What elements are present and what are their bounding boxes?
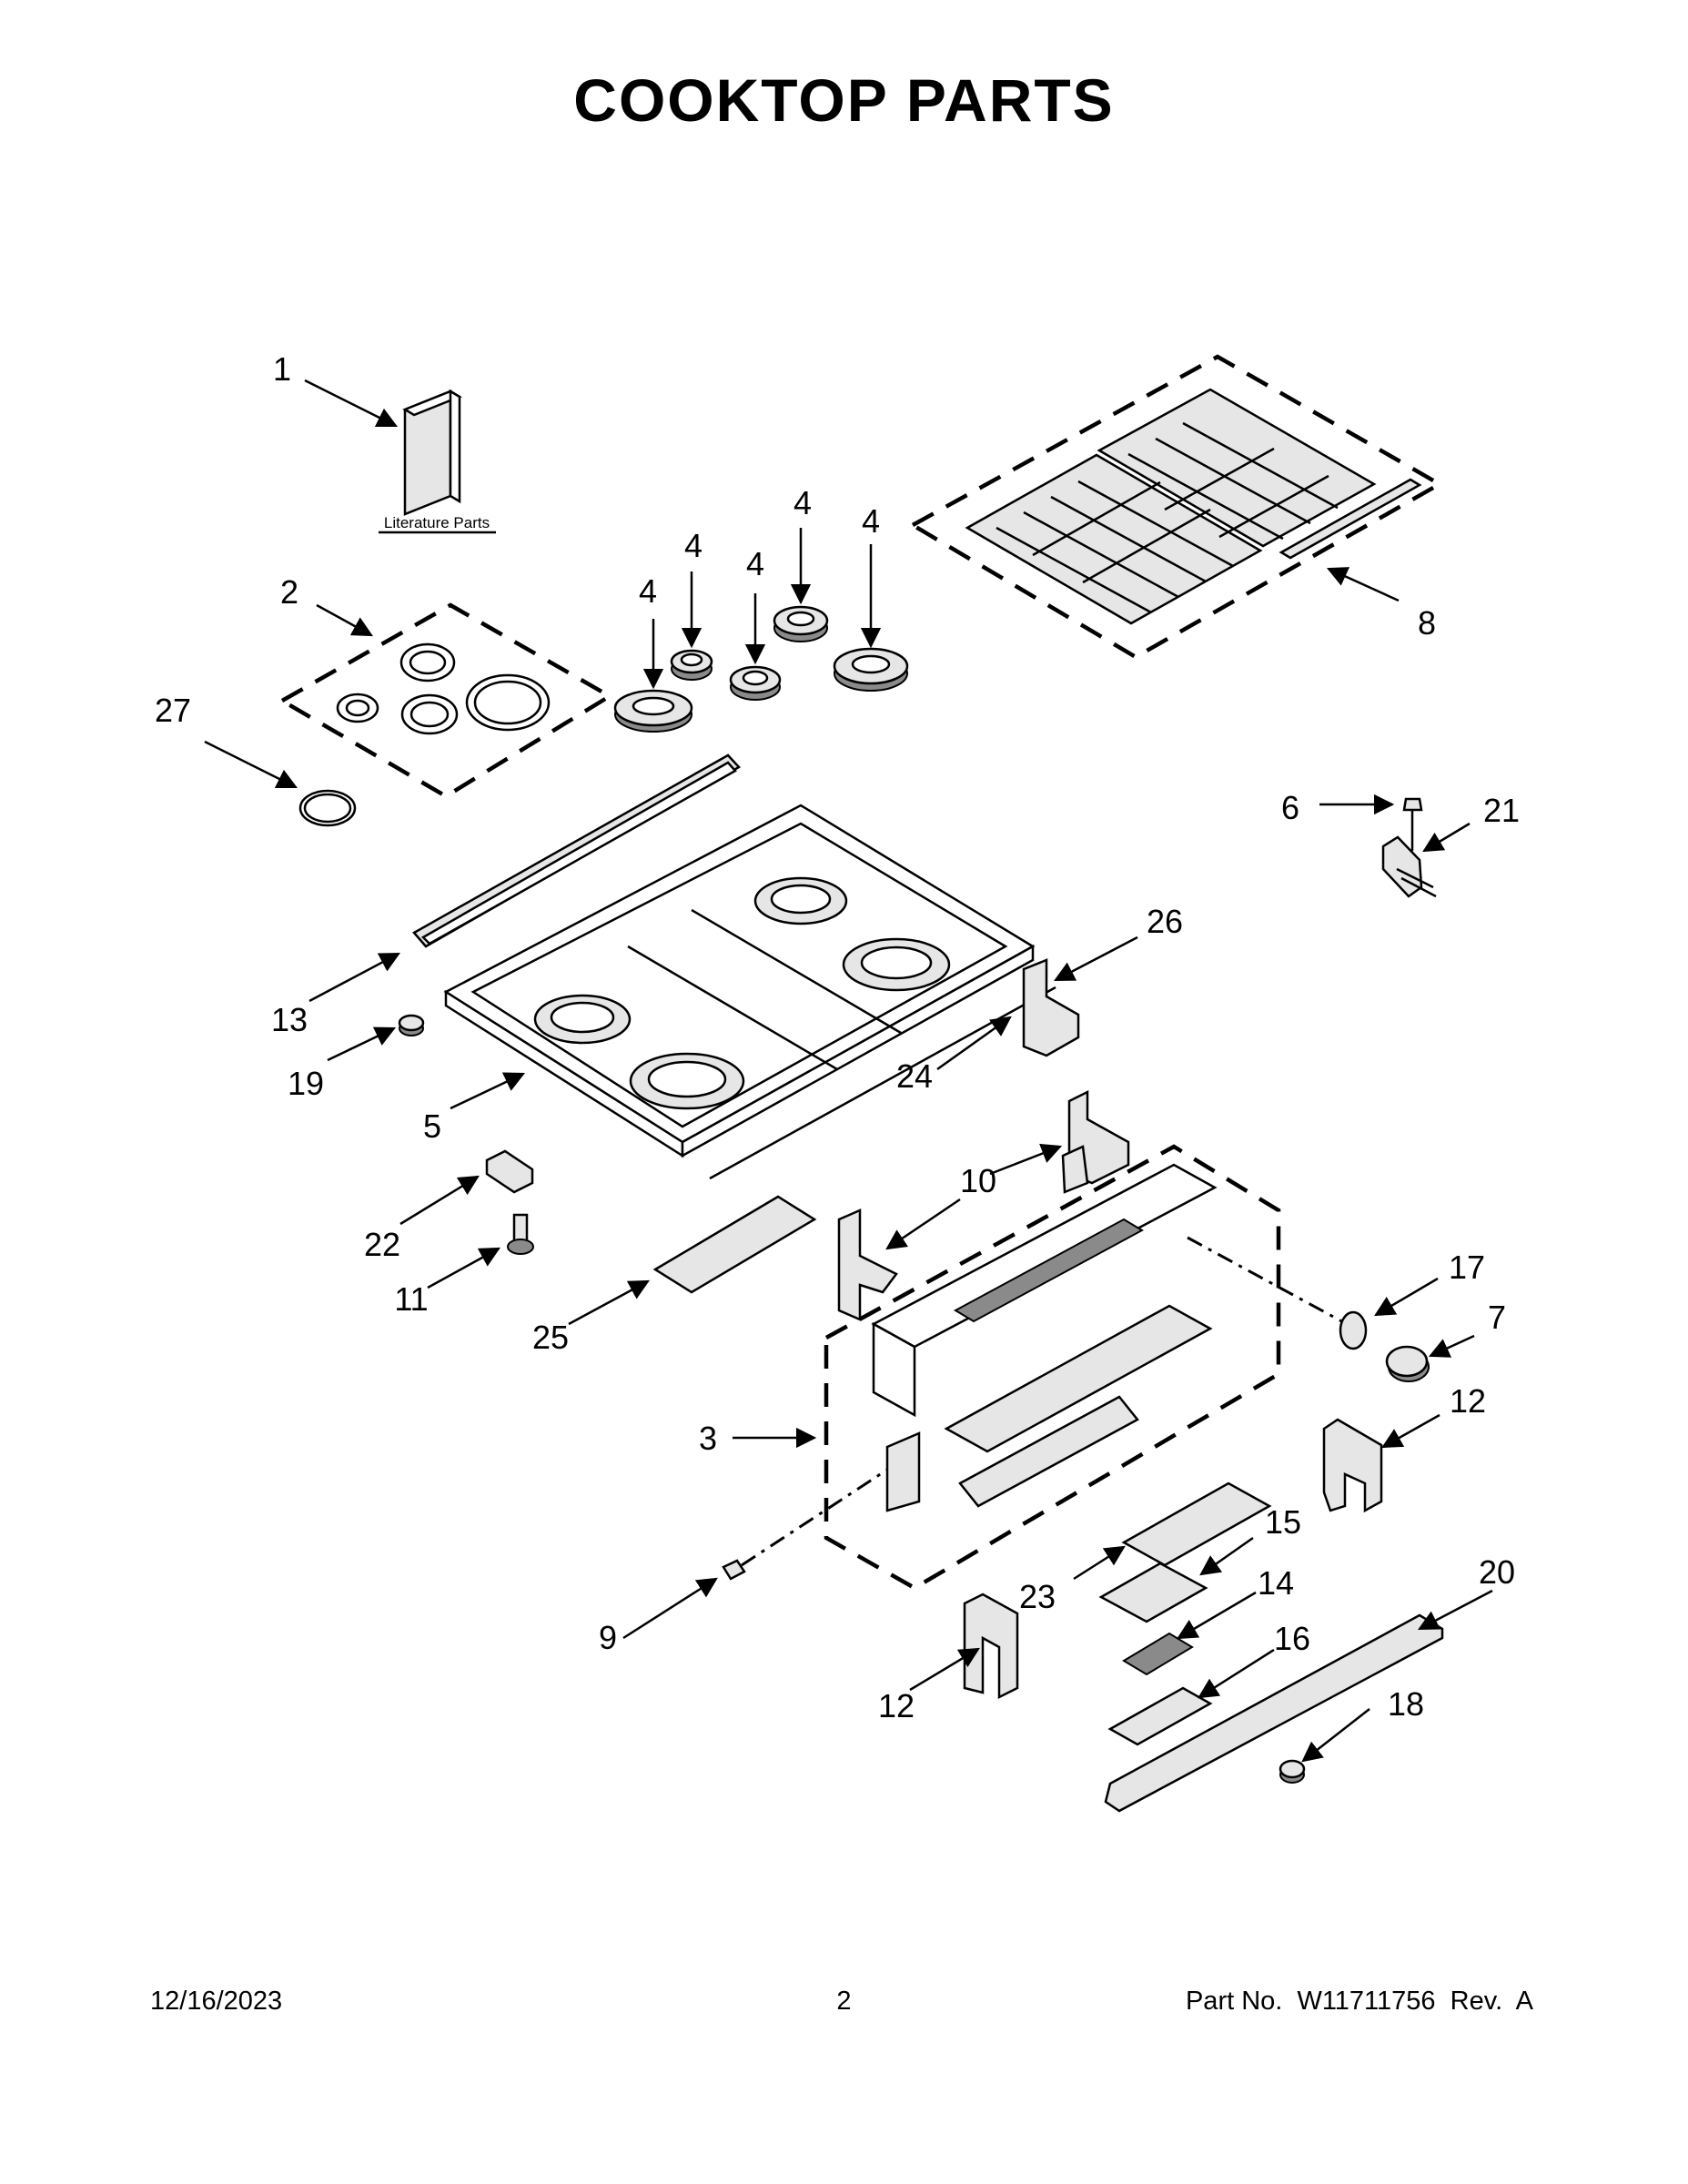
side-brackets [837, 958, 1130, 1321]
callout-13: 13 [271, 1001, 308, 1038]
knob-and-bezel [1187, 1236, 1430, 1382]
callout-25: 25 [532, 1319, 569, 1356]
callout-12-right: 12 [1450, 1382, 1486, 1420]
footer-page-number: 2 [836, 1987, 852, 2016]
callout-14: 14 [1258, 1564, 1294, 1602]
callout-23: 23 [1019, 1578, 1056, 1615]
front-trim-rail [412, 753, 741, 948]
callout-8: 8 [1418, 604, 1436, 642]
footer-date: 12/16/2023 [150, 1987, 283, 2016]
bumper-illustration [398, 1014, 425, 1036]
electronic-control-parts [1098, 1481, 1272, 1746]
callout-4-large-right: 4 [862, 502, 880, 540]
control-panel-assembly-group [824, 1144, 1281, 1591]
burner-medium-back [773, 605, 829, 642]
callout-21: 21 [1483, 792, 1520, 829]
callout-18: 18 [1388, 1685, 1424, 1723]
leader-lines [204, 379, 1493, 1763]
burner-small [670, 649, 713, 681]
literature-parts-illustration: Literature Parts [379, 389, 496, 534]
callout-10: 10 [960, 1162, 996, 1199]
callout-4-small: 4 [684, 527, 702, 564]
callout-16: 16 [1274, 1620, 1310, 1657]
gasket-ring-illustration [298, 789, 357, 827]
callout-26: 26 [1147, 903, 1183, 940]
callout-22: 22 [364, 1226, 400, 1263]
callout-15: 15 [1265, 1503, 1301, 1541]
callout-27: 27 [155, 692, 191, 729]
bottom-cover-plate [652, 1195, 817, 1294]
callout-7: 7 [1488, 1299, 1506, 1336]
literature-parts-label: Literature Parts [384, 514, 490, 531]
mounting-screw [722, 1468, 888, 1581]
callout-9: 9 [599, 1619, 617, 1656]
callout-4-large-left: 4 [639, 572, 657, 610]
footer-part-number: Part No. W11711756 Rev. A [1185, 1987, 1533, 2016]
clip-and-valve-stem [485, 1149, 534, 1255]
callout-4-medium-back: 4 [793, 484, 812, 521]
burner-large-left [613, 689, 693, 733]
callout-3: 3 [699, 1420, 717, 1457]
small-bumper [1279, 1759, 1306, 1784]
callout-labels: 1 2 27 4 4 4 4 4 8 6 21 26 13 19 5 24 10… [155, 350, 1520, 1724]
callout-12-bottom: 12 [878, 1687, 915, 1724]
grommet-kit-group [278, 602, 614, 799]
callout-6: 6 [1281, 789, 1299, 826]
cooktop-main-top [443, 804, 1036, 1158]
callout-5: 5 [423, 1107, 441, 1145]
burner-large-right [833, 647, 909, 692]
surface-burners [613, 605, 909, 733]
callout-1: 1 [273, 350, 291, 388]
page-title: COOKTOP PARTS [573, 66, 1115, 134]
callout-11: 11 [394, 1280, 428, 1318]
grates-group [908, 354, 1444, 660]
callout-2: 2 [280, 573, 298, 611]
burner-medium-center [729, 665, 782, 701]
callout-20: 20 [1479, 1553, 1515, 1591]
callout-24: 24 [896, 1057, 933, 1095]
callout-4-medium-center: 4 [746, 545, 764, 582]
callout-17: 17 [1449, 1249, 1485, 1286]
end-caps [963, 1418, 1383, 1700]
screw-and-wire-bracket [1381, 797, 1437, 898]
callout-19: 19 [288, 1065, 324, 1102]
